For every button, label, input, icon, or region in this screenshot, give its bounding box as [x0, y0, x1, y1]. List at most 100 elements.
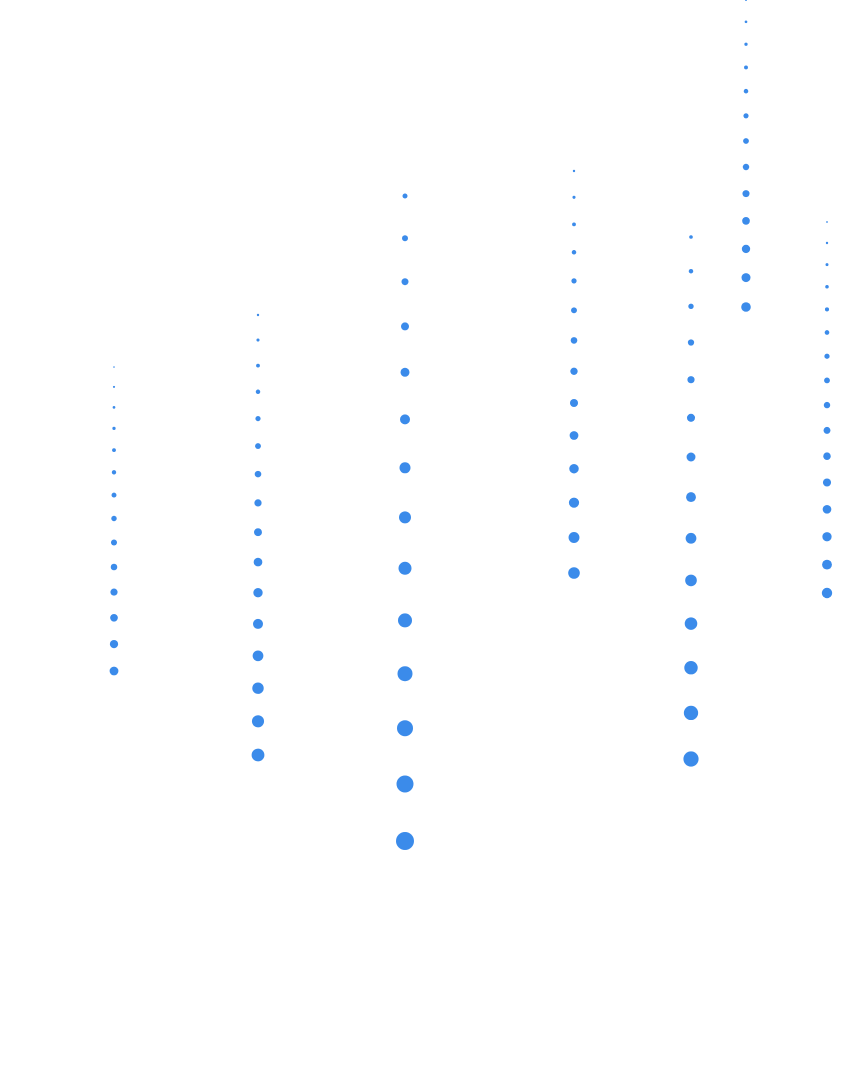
dot — [400, 414, 410, 425]
dot — [398, 613, 412, 628]
dot — [685, 532, 697, 544]
dot — [253, 557, 263, 567]
dot — [741, 244, 751, 254]
dot — [109, 666, 119, 676]
dot-column-1 — [109, 366, 119, 676]
dot — [112, 406, 116, 409]
dot — [112, 385, 116, 388]
dot — [256, 363, 260, 368]
dot-column-3 — [396, 193, 414, 850]
dot — [686, 492, 696, 503]
dot — [251, 748, 265, 762]
dot — [255, 416, 261, 422]
dot — [109, 639, 119, 649]
dot — [686, 413, 696, 422]
dot — [397, 666, 413, 682]
dot — [686, 452, 696, 462]
dot — [745, 0, 747, 1]
dot — [572, 195, 576, 199]
dot — [110, 588, 118, 596]
dot — [821, 587, 833, 599]
dot — [398, 561, 412, 575]
dot — [251, 715, 265, 728]
dot — [825, 241, 829, 245]
dot — [744, 42, 748, 46]
dot — [743, 113, 749, 119]
dot — [252, 682, 264, 694]
dot — [824, 330, 830, 335]
dot — [683, 751, 699, 767]
dot — [688, 303, 694, 309]
dot — [399, 511, 411, 524]
dot — [399, 462, 411, 474]
dot — [253, 588, 263, 598]
dot — [822, 504, 832, 514]
dot — [569, 463, 579, 474]
dot-column-5 — [683, 235, 699, 767]
dot — [401, 278, 409, 286]
dot — [255, 389, 261, 395]
dot — [688, 268, 694, 274]
dot — [569, 431, 579, 440]
dot — [110, 563, 118, 571]
dot — [113, 366, 115, 368]
dot — [256, 338, 260, 342]
dot — [687, 339, 695, 346]
dot — [572, 169, 576, 173]
dot — [744, 65, 748, 70]
dot — [255, 443, 261, 450]
dot — [824, 353, 830, 359]
dot — [401, 322, 409, 331]
dot — [742, 190, 750, 198]
dot — [111, 470, 117, 475]
dot — [254, 499, 262, 507]
dot — [571, 307, 577, 314]
dot — [823, 426, 831, 434]
dot — [826, 221, 828, 223]
dot — [742, 163, 750, 171]
dot — [254, 470, 262, 478]
dot — [687, 376, 695, 384]
dot — [111, 492, 117, 498]
dot — [397, 720, 413, 737]
dot — [824, 307, 830, 312]
dot — [741, 273, 751, 283]
dot — [402, 235, 408, 242]
dot — [823, 401, 831, 409]
dot — [744, 20, 748, 24]
dot — [823, 452, 831, 460]
dot — [569, 398, 579, 408]
dot — [685, 574, 697, 587]
dot — [252, 618, 264, 629]
dot — [254, 528, 262, 537]
dot — [822, 559, 832, 570]
dot — [110, 539, 118, 546]
dot — [571, 278, 577, 284]
dot-column-6 — [741, 0, 751, 312]
dot — [252, 650, 264, 662]
dot-column-7 — [821, 221, 833, 599]
dot-column-2 — [251, 313, 265, 762]
dot — [256, 313, 260, 317]
dot — [396, 832, 414, 850]
dot — [689, 235, 693, 239]
dot — [824, 377, 830, 384]
dot — [683, 705, 699, 721]
dot — [571, 250, 577, 255]
dot — [568, 497, 580, 508]
dot — [742, 217, 750, 225]
dot — [741, 302, 751, 312]
dot — [743, 138, 749, 144]
dot — [825, 263, 829, 267]
dot — [825, 284, 829, 289]
dot — [568, 532, 580, 543]
dot — [822, 532, 832, 542]
dot — [568, 567, 580, 579]
dot — [743, 88, 749, 94]
dot-column-4 — [568, 169, 580, 579]
dot — [400, 367, 410, 377]
dot — [396, 775, 414, 793]
dot — [684, 660, 698, 675]
dot — [684, 617, 698, 630]
